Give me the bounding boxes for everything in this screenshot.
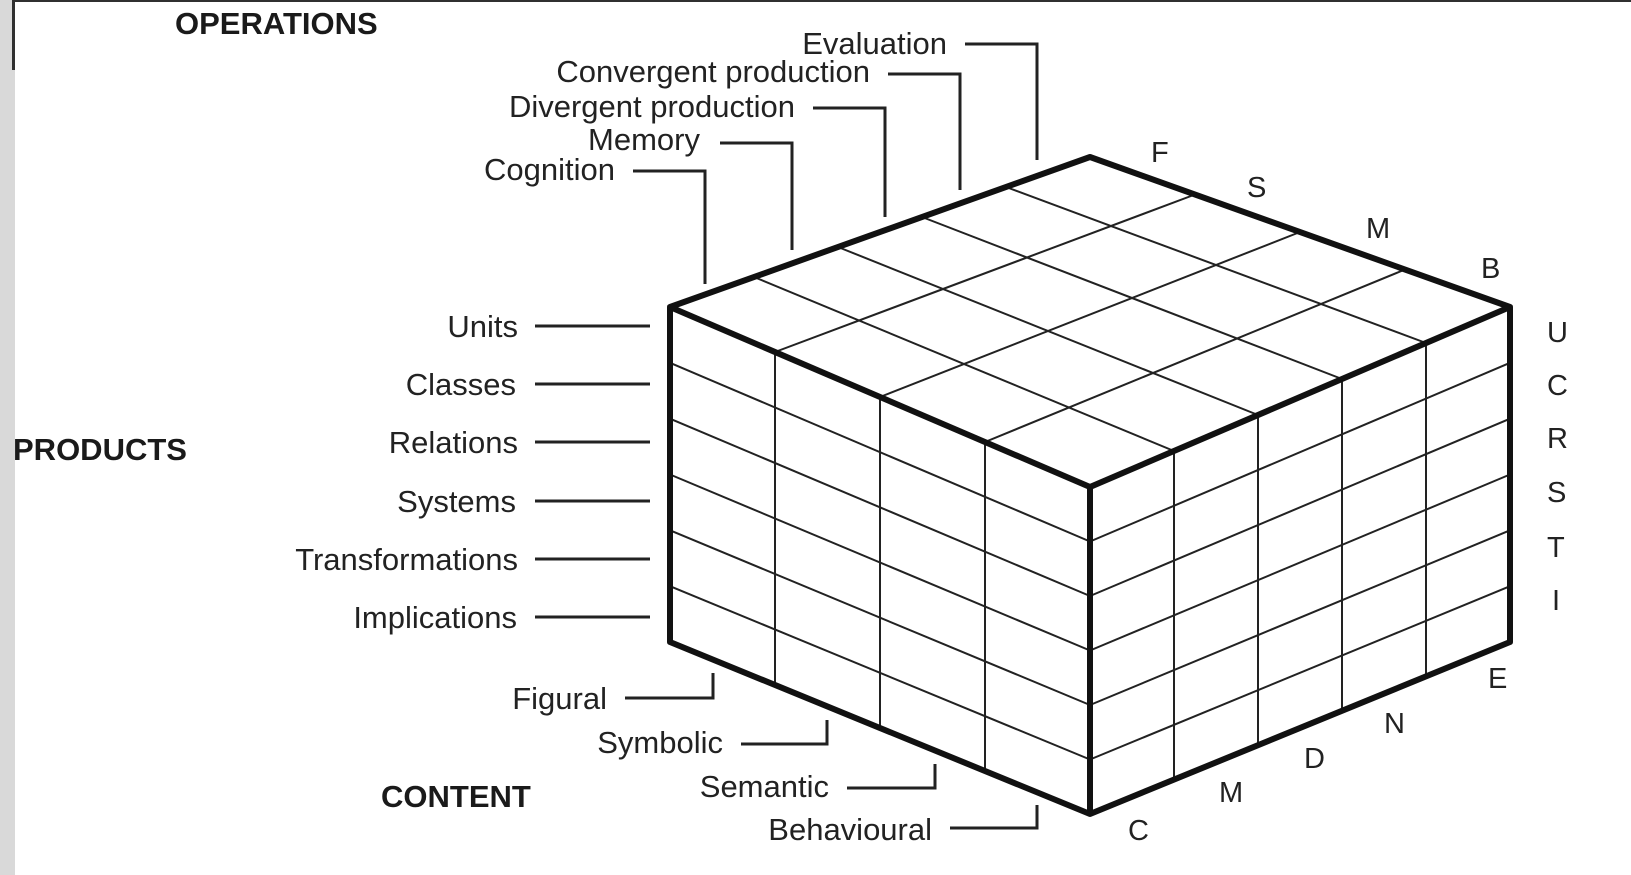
top-edge-letter-f: F	[1151, 137, 1169, 169]
structure-of-intellect-cube-diagram: OPERATIONS PRODUCTS CONTENT Evaluation C…	[15, 6, 1568, 847]
cube-right-face	[1090, 307, 1510, 814]
bottom-edge-letter-e: E	[1488, 663, 1507, 695]
right-grid-product-line	[1089, 585, 1511, 761]
front-grid-product-line	[669, 473, 1091, 652]
right-edge-letter-c: C	[1547, 370, 1568, 402]
cube-front-top-edge	[668, 304, 1092, 490]
right-grid-product-line	[1089, 361, 1511, 543]
operation-leader-memory	[720, 141, 794, 250]
product-label-units: Units	[447, 309, 518, 344]
cube-top-face	[670, 157, 1510, 487]
content-label-behavioural: Behavioural	[768, 812, 932, 847]
operations-heading: OPERATIONS	[175, 6, 378, 41]
content-label-figural: Figural	[512, 681, 607, 716]
product-label-transformations: Transformations	[295, 542, 518, 577]
cube-outline	[667, 154, 1513, 817]
right-edge-letter-s: S	[1547, 477, 1566, 509]
right-edge-letter-u: U	[1547, 317, 1568, 349]
operation-leader-evaluation	[965, 42, 1039, 160]
operation-leader-divergent-production	[813, 106, 887, 217]
top-edge-letter-m: M	[1366, 213, 1390, 245]
content-leader-semantic	[847, 764, 937, 790]
content-label-symbolic: Symbolic	[597, 725, 723, 760]
right-edge-letter-t: T	[1547, 532, 1565, 564]
content-leader-behavioural	[950, 805, 1039, 830]
right-edge-letter-r: R	[1547, 423, 1568, 455]
bottom-edge-letter-m: M	[1219, 777, 1243, 809]
frame-top-border	[12, 0, 1631, 2]
operation-label-cognition: Cognition	[484, 152, 615, 187]
operation-label-convergent-production: Convergent production	[556, 54, 870, 89]
product-label-classes: Classes	[406, 367, 516, 402]
bottom-edge-letter-c: C	[1128, 815, 1149, 847]
slide-canvas: OPERATIONS PRODUCTS CONTENT Evaluation C…	[15, 2, 1631, 875]
content-label-semantic: Semantic	[700, 769, 829, 804]
right-edge-letter-i: I	[1552, 585, 1560, 617]
top-edge-letter-s: S	[1247, 172, 1266, 204]
right-grid-product-line	[1089, 529, 1511, 706]
cube-right-top-edge	[1088, 304, 1512, 490]
front-grid-product-line	[669, 585, 1091, 761]
content-leader-figural	[625, 673, 715, 700]
operation-label-evaluation: Evaluation	[802, 26, 947, 61]
cube-top-grid	[753, 186, 1427, 452]
operation-label-divergent-production: Divergent production	[509, 89, 795, 124]
bottom-edge-letter-n: N	[1384, 708, 1405, 740]
products-heading: PRODUCTS	[15, 432, 187, 467]
operation-leader-convergent-production	[888, 72, 962, 190]
content-heading: CONTENT	[381, 779, 531, 814]
cube-right-grid	[1089, 343, 1511, 780]
front-grid-product-line	[669, 529, 1091, 706]
operation-label-memory: Memory	[588, 122, 700, 157]
frame-left-border	[12, 0, 15, 70]
top-grid-content-line	[879, 231, 1301, 398]
operation-leader-cognition	[633, 169, 707, 284]
product-label-systems: Systems	[397, 484, 516, 519]
top-edge-letter-b: B	[1481, 253, 1500, 285]
top-grid-content-line	[984, 268, 1406, 443]
product-label-implications: Implications	[353, 600, 517, 635]
content-leader-symbolic	[741, 720, 829, 746]
front-grid-product-line	[669, 417, 1091, 597]
front-grid-product-line	[669, 361, 1091, 543]
cube-front-grid	[669, 352, 1091, 771]
top-grid-content-line	[774, 193, 1196, 353]
right-grid-product-line	[1089, 473, 1511, 652]
right-grid-product-line	[1089, 417, 1511, 597]
bottom-edge-letter-d: D	[1304, 743, 1325, 775]
product-label-relations: Relations	[389, 425, 518, 460]
